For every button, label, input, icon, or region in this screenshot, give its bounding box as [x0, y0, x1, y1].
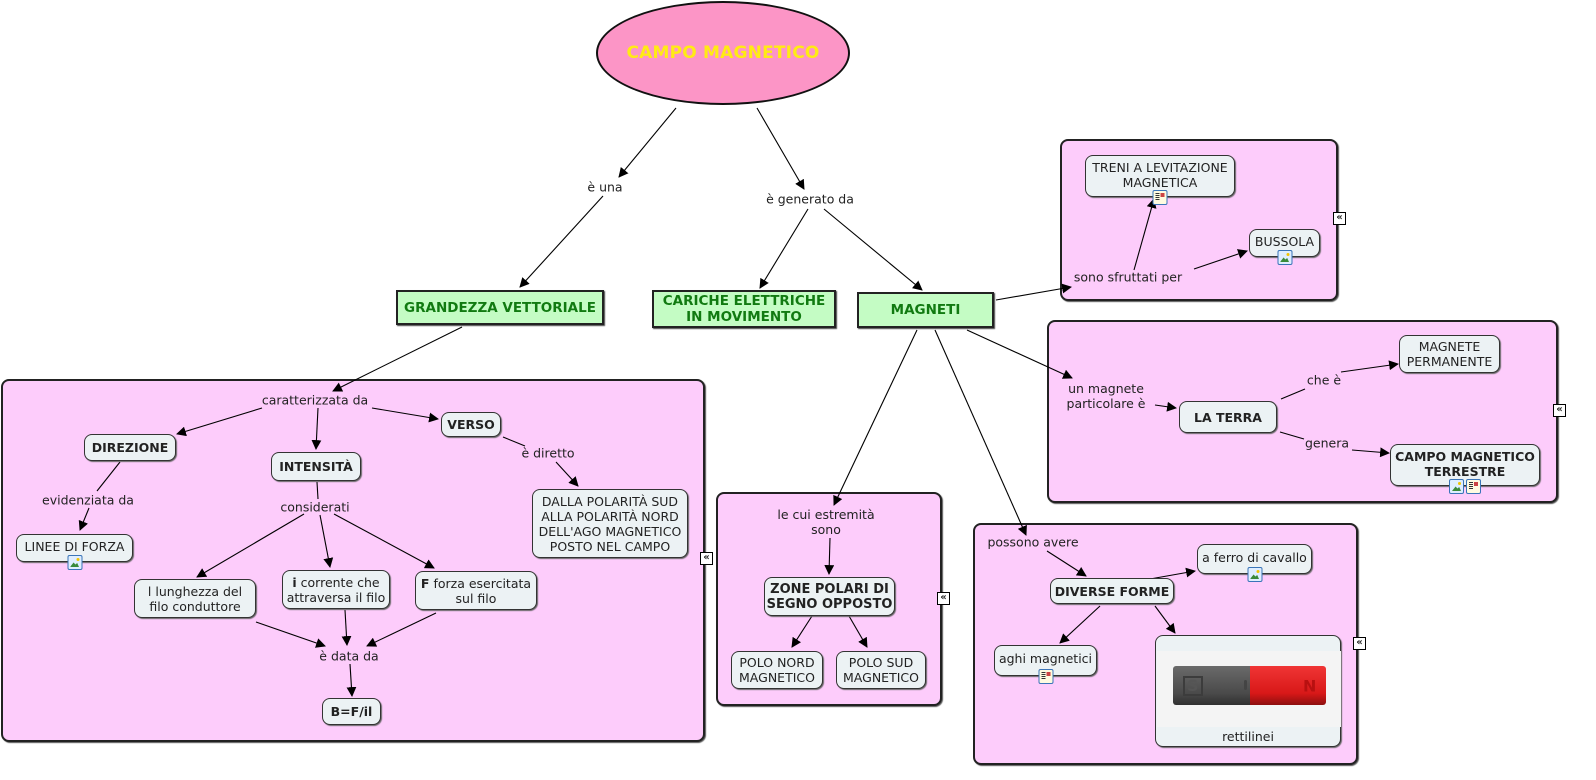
concept-grandezza-vettoriale[interactable]: GRANDEZZA VETTORIALE: [396, 290, 604, 325]
concept-label: INTENSITÀ: [279, 459, 353, 474]
concept-label: GRANDEZZA VETTORIALE: [404, 299, 596, 316]
collapse-icon[interactable]: «: [1353, 637, 1366, 650]
concept-aghi-magnetici[interactable]: aghi magnetici: [994, 645, 1097, 684]
concept-label: POLO SUD MAGNETICO: [843, 655, 919, 685]
concept-corrente[interactable]: i corrente che attraversa il filo: [282, 570, 390, 609]
magnet-dot: [1244, 680, 1247, 690]
concept-label: B=F/il: [330, 704, 373, 719]
concept-lunghezza-filo[interactable]: l lunghezza del filo conduttore: [134, 579, 256, 618]
link-line: [756, 107, 805, 190]
link-line: [823, 208, 923, 291]
root-concept-label: CAMPO MAGNETICO: [626, 43, 820, 63]
concept-la-terra[interactable]: LA TERRA: [1179, 401, 1277, 433]
concept-zone-polari[interactable]: ZONE POLARI DI SEGNO OPPOSTO: [764, 577, 895, 616]
link-label-un-magnete-particolare: un magnete particolare è: [1066, 381, 1146, 411]
collapse-icon[interactable]: «: [1333, 212, 1346, 225]
link-label-caratterizzata-da: caratterizzata da: [261, 392, 369, 408]
collapse-icon[interactable]: «: [937, 592, 950, 605]
magnet-south-pole: S: [1173, 666, 1250, 705]
concept-label: LA TERRA: [1194, 409, 1262, 425]
image-resource-icon[interactable]: [67, 555, 82, 570]
document-resource-icon[interactable]: [1152, 190, 1168, 205]
root-concept-campo-magnetico[interactable]: CAMPO MAGNETICO: [596, 1, 850, 105]
link-label-e-diretto: è diretto: [521, 445, 575, 461]
link-label-e-generato-da: è generato da: [766, 191, 854, 207]
concept-label: LINEE DI FORZA: [24, 539, 125, 554]
link-label-le-cui-estremita: le cui estremità sono: [777, 507, 875, 537]
document-resource-icon[interactable]: [1038, 669, 1053, 684]
concept-label: MAGNETI: [890, 302, 961, 318]
concept-bussola[interactable]: BUSSOLA: [1249, 229, 1320, 265]
concept-polo-sud[interactable]: POLO SUD MAGNETICO: [836, 651, 926, 689]
symbol-l: l: [147, 583, 152, 599]
link-line: [618, 107, 677, 178]
concept-polarita[interactable]: DALLA POLARITÀ SUD ALLA POLARITÀ NORD DE…: [532, 489, 688, 558]
link-line: [759, 208, 809, 289]
concept-label: a ferro di cavallo: [1202, 550, 1307, 565]
link-label-e-una: è una: [587, 179, 623, 195]
link-label-considerati: considerati: [280, 499, 350, 515]
concept-direzione[interactable]: DIREZIONE: [84, 434, 176, 461]
concept-label: VERSO: [447, 417, 495, 432]
concept-label: lunghezza del filo conduttore: [149, 583, 243, 614]
collapse-icon[interactable]: «: [1553, 404, 1566, 417]
link-label-che-e: che è: [1306, 372, 1342, 388]
concept-label: DALLA POLARITÀ SUD ALLA POLARITÀ NORD DE…: [538, 493, 682, 554]
concept-formula[interactable]: B=F/il: [322, 698, 381, 725]
concept-label: corrente che attraversa il filo: [286, 574, 386, 605]
link-label-possono-avere: possono avere: [987, 534, 1079, 550]
concept-diverse-forme[interactable]: DIVERSE FORME: [1050, 578, 1174, 604]
concept-magneti[interactable]: MAGNETI: [857, 292, 994, 328]
concept-label: MAGNETE PERMANENTE: [1406, 339, 1493, 369]
concept-label: ZONE POLARI DI SEGNO OPPOSTO: [766, 581, 893, 612]
magnet-n-mark: N: [1302, 676, 1316, 695]
concept-forza[interactable]: F forza esercitata sul filo: [415, 571, 537, 610]
concept-label: TRENI A LEVITAZIONE MAGNETICA: [1092, 160, 1228, 190]
link-line: [934, 329, 1027, 536]
link-line: [833, 329, 918, 506]
concept-label: DIREZIONE: [91, 440, 169, 455]
concept-label: DIVERSE FORME: [1054, 583, 1170, 599]
concept-label: BUSSOLA: [1254, 234, 1315, 249]
concept-treni-levitazione[interactable]: TRENI A LEVITAZIONE MAGNETICA: [1085, 155, 1235, 205]
symbol-f: F: [420, 575, 430, 591]
concept-label: CARICHE ELETTRICHE IN MOVIMENTO: [662, 293, 826, 325]
symbol-i: i: [292, 574, 297, 590]
link-label-sono-sfruttati-per: sono sfruttati per: [1073, 269, 1183, 285]
link-label-e-data-da: è data da: [319, 648, 379, 664]
concept-label: rettilinei: [1222, 729, 1274, 744]
image-resource-icon[interactable]: [1277, 250, 1292, 265]
concept-label: POLO NORD MAGNETICO: [739, 655, 815, 685]
document-resource-icon[interactable]: [1466, 479, 1481, 494]
concept-label: aghi magnetici: [998, 651, 1093, 666]
link-label-evidenziata-da: evidenziata da: [42, 492, 134, 508]
concept-cariche-elettriche[interactable]: CARICHE ELETTRICHE IN MOVIMENTO: [652, 290, 836, 328]
concept-label: CAMPO MAGNETICO TERRESTRE: [1395, 449, 1535, 479]
concept-label: forza esercitata sul filo: [433, 575, 532, 606]
concept-ferro-di-cavallo[interactable]: a ferro di cavallo: [1197, 544, 1312, 582]
concept-campo-terrestre[interactable]: CAMPO MAGNETICO TERRESTRE: [1390, 444, 1540, 494]
concept-linee-di-forza[interactable]: LINEE DI FORZA: [16, 534, 133, 570]
concept-polo-nord[interactable]: POLO NORD MAGNETICO: [731, 651, 823, 689]
concept-magnete-permanente[interactable]: MAGNETE PERMANENTE: [1399, 335, 1500, 373]
bar-magnet-image: S N: [1157, 651, 1341, 727]
magnet-s-mark: S: [1183, 676, 1203, 696]
magnet-north-pole: N: [1244, 666, 1326, 705]
image-resource-icon[interactable]: [1449, 479, 1464, 494]
concept-intensita[interactable]: INTENSITÀ: [271, 452, 361, 481]
collapse-icon[interactable]: «: [700, 552, 713, 565]
link-label-genera: genera: [1304, 435, 1350, 451]
image-resource-icon[interactable]: [1247, 567, 1262, 582]
link-line: [519, 195, 604, 288]
concept-verso[interactable]: VERSO: [441, 412, 501, 437]
